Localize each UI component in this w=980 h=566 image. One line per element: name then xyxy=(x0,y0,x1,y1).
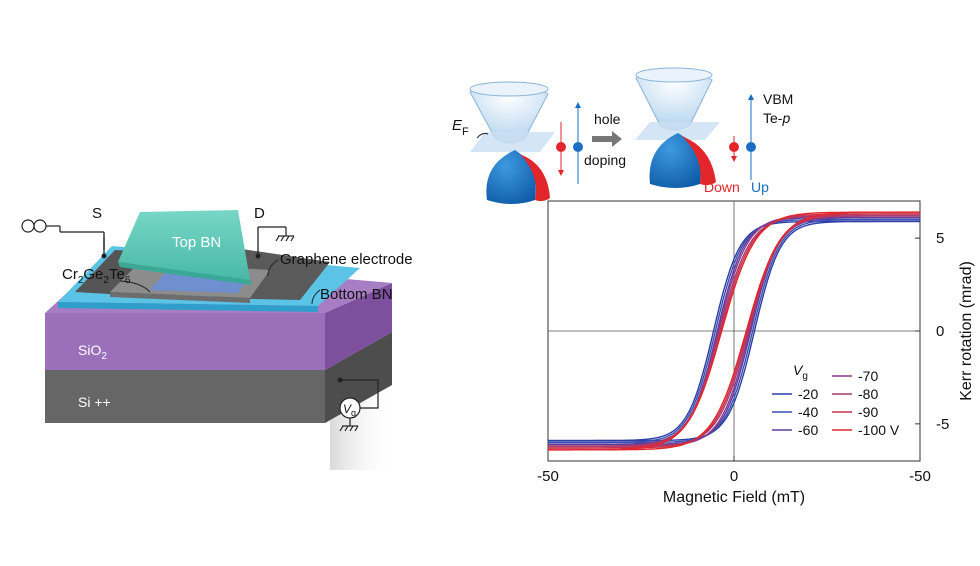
source-contact xyxy=(101,253,107,259)
gate-label: Vg xyxy=(343,402,356,418)
spin-up-dot-left xyxy=(573,142,583,152)
hole-doping-arrow xyxy=(592,131,622,147)
conduction-cone-left-rim xyxy=(469,81,549,97)
y-axis-label: Kerr rotation (mrad) xyxy=(958,261,975,401)
ac-source-icon-2 xyxy=(33,219,47,233)
spin-down-arrow-left xyxy=(558,170,564,176)
gate-wire-2 xyxy=(360,398,379,409)
y-ticks: 5 0 -5 xyxy=(915,230,949,433)
source-label: S xyxy=(92,205,102,222)
top-bn-side xyxy=(118,262,252,285)
y-tick-label: 0 xyxy=(936,323,944,340)
spin-down-dot-left xyxy=(556,142,566,152)
sio2-front xyxy=(45,313,325,370)
legend-label: -90 xyxy=(858,404,878,420)
valence-band-right-down xyxy=(682,136,716,186)
spin-down-dot-right xyxy=(729,142,739,152)
x-axis-label: Magnetic Field (mT) xyxy=(663,489,805,506)
drain-label: D xyxy=(254,205,265,222)
legend: Vg -20 -40 -60 -70 -80 -90 -100 V xyxy=(772,362,900,438)
spin-down-arrow-right xyxy=(731,156,737,162)
kerr-chart: -50 0 -50 5 0 -5 Vg -20 -40 -60 -70 -80 -90 -100 V… xyxy=(537,200,975,506)
down-label: Down xyxy=(704,179,740,195)
doping-label: doping xyxy=(584,152,626,168)
cgt-label: Cr2Ge2Te6 xyxy=(62,266,131,286)
curve-descending-4 xyxy=(548,215,920,447)
legend-label: -40 xyxy=(798,404,818,420)
vbm-label: VBM xyxy=(763,91,793,107)
device-schematic: S D Top BN Cr2Ge2Te6 Graphene electrode … xyxy=(21,205,413,470)
conduction-cone-right-rim xyxy=(635,67,713,83)
series-curves xyxy=(548,211,920,451)
si-substrate-front xyxy=(45,370,325,423)
sio2-side xyxy=(325,283,392,370)
band-left xyxy=(469,81,555,204)
legend-title: Vg xyxy=(793,362,808,382)
gate-wire xyxy=(340,379,379,398)
curve-descending-1 xyxy=(548,218,920,444)
drain-contact xyxy=(255,253,261,259)
curve-descending-6 xyxy=(548,211,920,451)
spin-up-dot-right xyxy=(746,142,756,152)
graphene-label: Graphene electrode xyxy=(280,251,413,268)
ef-leader xyxy=(476,133,489,139)
hole-label: hole xyxy=(594,111,621,127)
ac-source-icon xyxy=(21,219,35,233)
x-tick-label: -50 xyxy=(909,468,931,485)
band-right xyxy=(635,67,720,188)
bottom-bn-label: Bottom BN xyxy=(320,286,393,303)
sio2-label: SiO2 xyxy=(78,342,107,362)
ef-label: EF xyxy=(452,117,469,138)
cgt-leader xyxy=(119,280,151,293)
valence-band-right-up xyxy=(649,133,701,188)
legend-label: -100 V xyxy=(858,422,900,438)
legend-label: -60 xyxy=(798,422,818,438)
curve-descending-0 xyxy=(548,220,920,442)
si-label: Si ++ xyxy=(78,394,111,410)
gate-ground-icon xyxy=(339,418,359,432)
up-label: Up xyxy=(751,179,769,195)
legend-label: -70 xyxy=(858,368,878,384)
valence-band-left-up xyxy=(486,150,536,204)
legend-label: -80 xyxy=(858,386,878,402)
x-ticks: -50 0 -50 xyxy=(537,456,931,485)
si-substrate-side xyxy=(325,332,392,423)
fermi-plane-left xyxy=(470,132,555,152)
legend-label: -20 xyxy=(798,386,818,402)
x-tick-label: 0 xyxy=(730,468,738,485)
valence-band-left-down xyxy=(520,154,550,202)
spin-up-arrow-right xyxy=(748,94,754,100)
fermi-plane-right xyxy=(635,122,720,140)
y-tick-label: -5 xyxy=(936,416,949,433)
y-tick-label: 5 xyxy=(936,230,944,247)
curve-descending-5 xyxy=(548,213,920,449)
top-bn-flake xyxy=(118,210,250,280)
band-diagram: EF hole doping VBM Te-p Down Up xyxy=(452,67,793,204)
curve-descending-2 xyxy=(548,217,920,445)
cgt-flake-edge xyxy=(110,292,250,303)
graphene-leader xyxy=(267,259,279,277)
x-tick-label: -50 xyxy=(537,468,559,485)
drain-ground-icon xyxy=(275,227,295,242)
bottom-bn-edge xyxy=(58,302,318,312)
top-bn-label: Top BN xyxy=(172,234,221,251)
bottom-bn-leader xyxy=(311,289,321,305)
te-p-label: Te-p xyxy=(763,110,790,126)
spin-up-arrow-left xyxy=(575,102,581,108)
